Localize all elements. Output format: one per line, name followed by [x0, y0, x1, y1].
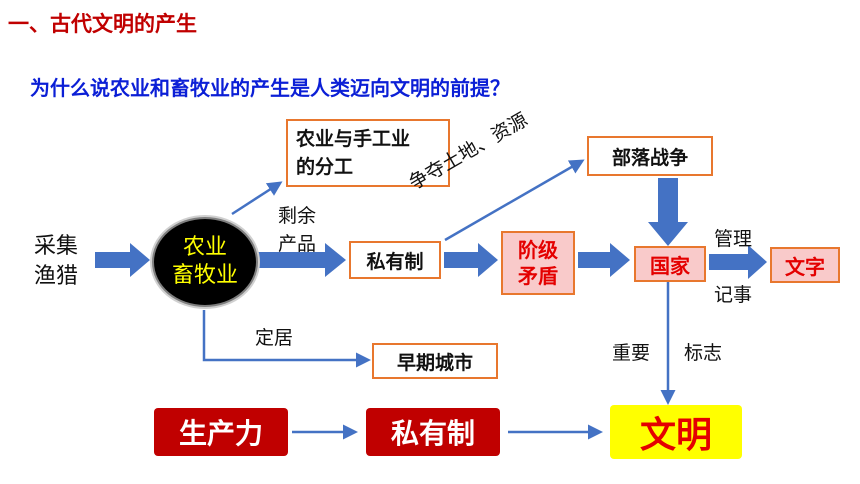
node-state: 国家: [634, 246, 706, 282]
arrow-private-to-war: [444, 159, 585, 242]
arrow-war-to-state: [648, 178, 688, 246]
arrow-state-to-writing: [709, 245, 767, 279]
node-class-conflict-line1: 阶级: [518, 238, 558, 262]
arrow-class-to-state: [578, 243, 630, 277]
label-surplus: 剩余 产品: [278, 202, 316, 258]
label-settle: 定居: [255, 327, 294, 349]
label-sign: 标志: [684, 342, 723, 364]
question-text: 为什么说农业和畜牧业的产生是人类迈向文明的前提？: [30, 76, 510, 100]
label-manage: 管理: [714, 228, 753, 250]
section-title: 一、古代文明的产生: [8, 12, 197, 36]
label-record: 记事: [714, 284, 753, 306]
node-tribal-war: 部落战争: [587, 136, 713, 176]
node-division: 农业与手工业 的分工: [286, 119, 450, 187]
label-important: 重要: [612, 342, 651, 364]
arrow-hunting-to-agriculture: [95, 243, 150, 277]
node-class-conflict: 阶级 矛盾: [501, 231, 575, 295]
node-hunting-line1: 采集: [34, 234, 79, 259]
label-surplus-line1: 剩余: [278, 205, 317, 227]
node-agriculture-line2: 畜牧业: [171, 263, 238, 288]
arrow-agriculture-to-private: [256, 243, 346, 277]
box-private: 私有制: [366, 408, 500, 456]
box-productivity: 生产力: [154, 408, 288, 456]
node-agriculture-line1: 农业: [182, 235, 227, 260]
node-early-city: 早期城市: [372, 343, 498, 379]
arrow-agriculture-to-city: [202, 310, 371, 368]
node-division-line2: 的分工: [296, 156, 354, 178]
node-agriculture: 农业 畜牧业: [152, 217, 258, 307]
node-hunting: 采集 渔猎: [34, 232, 78, 292]
node-hunting-line2: 渔猎: [34, 264, 79, 289]
label-surplus-line2: 产品: [278, 233, 317, 255]
arrow-agriculture-to-division: [231, 181, 283, 216]
node-private-property: 私有制: [349, 241, 441, 279]
node-class-conflict-line2: 矛盾: [518, 264, 558, 288]
arrow-private-to-class: [444, 243, 498, 277]
node-division-line1: 农业与手工业: [296, 128, 411, 150]
box-civilization: 文明: [610, 405, 742, 459]
node-writing: 文字: [770, 247, 840, 283]
